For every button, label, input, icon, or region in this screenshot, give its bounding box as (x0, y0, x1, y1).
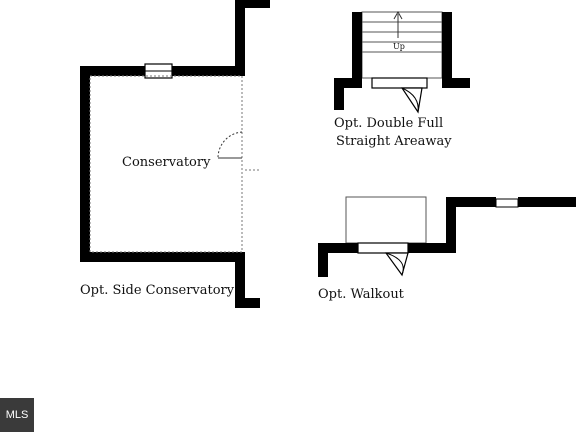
areaway-door-swing (400, 87, 423, 114)
areaway-caption-line1: Opt. Double Full (334, 116, 443, 131)
areaway-caption-line2: Straight Areaway (336, 134, 452, 149)
mls-watermark: MLS (0, 398, 34, 432)
wall-top-right (172, 66, 245, 76)
mls-watermark-text: MLS (5, 409, 29, 421)
side-conservatory: Conservatory Opt. Side Conservatory (80, 0, 270, 308)
wall-top (80, 66, 145, 76)
areaway-wall-right (442, 12, 452, 82)
walkout-door-arc (385, 252, 404, 276)
conservatory-label: Conservatory (122, 155, 211, 170)
door-swing (217, 131, 243, 159)
double-areaway: Up Opt. Double Full Straight Areaway (334, 10, 470, 149)
walkout-stoop (345, 196, 427, 244)
walkout-wall-left-drop (318, 243, 328, 277)
walkout: Opt. Walkout (318, 196, 576, 302)
areaway-wall-right-ledge (442, 78, 470, 88)
stair-up-label: Up (393, 42, 405, 51)
walkout-door-swing (384, 252, 409, 277)
walkout-wall-left-ledge (318, 243, 358, 253)
wall-bottom-cap (235, 298, 260, 308)
walkout-wall-right-rise (446, 197, 456, 253)
areaway-wall-left-drop (334, 78, 344, 110)
walkout-caption: Opt. Walkout (318, 287, 405, 302)
areaway-wall-left (352, 12, 362, 82)
wall-right-upper (235, 0, 245, 76)
walkout-wall-right-ledge (408, 243, 448, 253)
wall-bottom (80, 252, 240, 262)
areaway-door-frame (371, 77, 428, 89)
areaway-wall-left-ledge (334, 78, 362, 88)
wall-top-cap (235, 0, 270, 8)
areaway-door-arc (401, 87, 419, 113)
wall-right-lower (235, 252, 245, 308)
side-conservatory-caption: Opt. Side Conservatory (80, 283, 235, 298)
walkout-wall-top (446, 197, 496, 207)
wall-left (80, 66, 90, 261)
conservatory-dashed-outline (89, 75, 243, 253)
walkout-door-frame (357, 242, 409, 254)
walkout-window (495, 198, 519, 208)
walkout-wall-top-right (518, 197, 576, 207)
stair-arrow-head (393, 10, 403, 20)
